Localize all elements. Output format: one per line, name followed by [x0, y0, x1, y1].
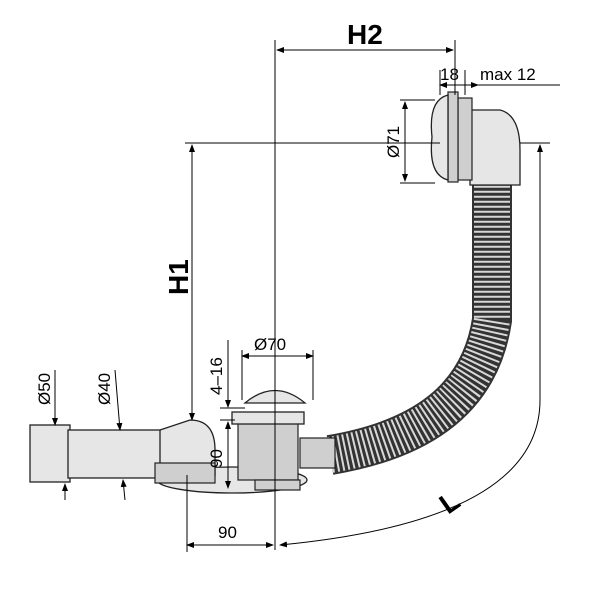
overflow-head	[430, 91, 521, 186]
dia-50-label: Ø50	[35, 373, 54, 405]
dim-18-label: 18	[440, 65, 459, 84]
outlet-pipe	[29, 419, 216, 484]
dimensions	[52, 40, 560, 552]
height-90-label: 90	[207, 449, 226, 468]
dia-70-label: Ø70	[254, 335, 286, 354]
l-label: L	[434, 485, 466, 520]
dia-40-label: Ø40	[95, 373, 114, 405]
width-90-label: 90	[218, 523, 237, 542]
h1-label: H1	[163, 259, 194, 295]
dia-71-label: Ø71	[384, 126, 403, 158]
h2-label: H2	[347, 19, 383, 50]
max-12-label: max 12	[480, 65, 536, 84]
corrugated-hose	[326, 185, 512, 475]
range-4-16-label: 4–16	[207, 357, 226, 395]
